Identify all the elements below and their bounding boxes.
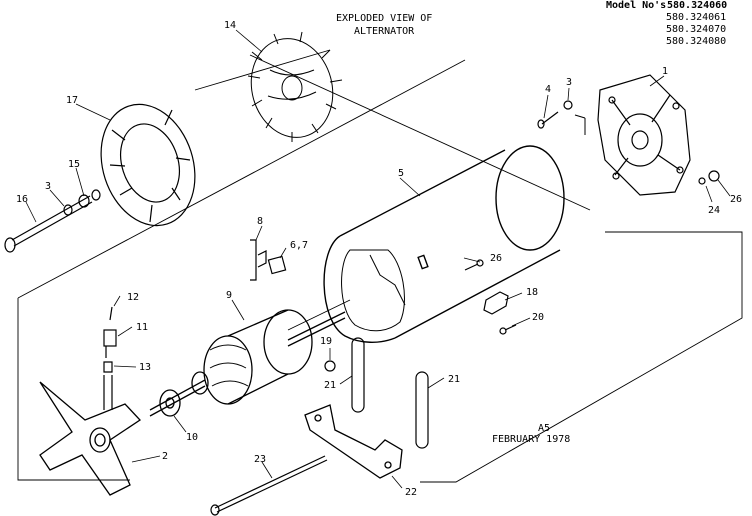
- callout-14: 14: [224, 20, 237, 31]
- callout-15: 15: [68, 159, 81, 170]
- callout-6-7: 6,7: [290, 240, 309, 251]
- guide-line-fan-top: [194, 49, 331, 91]
- model-number-1: 580.324060: [667, 0, 728, 11]
- part-20-screw: [499, 324, 517, 335]
- model-number-3: 580.324070: [666, 24, 727, 35]
- callout-19: 19: [320, 336, 333, 347]
- part-9-rotor: [149, 309, 346, 417]
- callout-2: 2: [162, 451, 169, 462]
- guide-line-left: [17, 298, 130, 481]
- part-2-end-bell: [39, 381, 141, 496]
- part-12-screw: [109, 306, 113, 321]
- callout-9: 9: [226, 290, 233, 301]
- callout-3-left: 3: [45, 181, 52, 192]
- callout-8: 8: [257, 216, 264, 227]
- callout-3-right: 3: [566, 77, 573, 88]
- guide-line-screw: [574, 114, 586, 119]
- callout-26-right: 26: [730, 194, 743, 205]
- footer-date: FEBRUARY 1978: [492, 434, 571, 445]
- part-11-brush: [103, 329, 117, 358]
- callout-21-left: 21: [324, 380, 337, 391]
- callout-17: 17: [66, 95, 79, 106]
- callout-22: 22: [405, 487, 418, 498]
- part-13-clip: [103, 361, 113, 410]
- callout-11: 11: [136, 322, 149, 333]
- part-21-strap-left: [351, 337, 365, 413]
- part-23-bolt: [210, 455, 328, 516]
- callout-13: 13: [139, 362, 152, 373]
- title-line-2: ALTERNATOR: [354, 26, 415, 37]
- footer-code: A5: [538, 423, 551, 434]
- part-26-screw: [464, 259, 484, 271]
- part-18-holder: [483, 291, 509, 315]
- guide-lines: [17, 49, 743, 483]
- part-14-fan: [247, 31, 343, 142]
- guide-line-shaft: [287, 299, 351, 331]
- model-label: Model No's: [606, 0, 667, 11]
- part-10-bearing: [159, 389, 181, 417]
- callout-20: 20: [532, 312, 545, 323]
- part-1-end-bracket: [597, 74, 691, 196]
- callout-24: 24: [708, 205, 721, 216]
- part-3-washer-right: [563, 100, 573, 110]
- leader-lines: [25, 29, 731, 489]
- part-16-bolt: [4, 189, 101, 253]
- model-number-4: 580.324080: [666, 36, 727, 47]
- callout-23: 23: [254, 454, 267, 465]
- callout-16: 16: [16, 194, 29, 205]
- callout-21-right: 21: [448, 374, 461, 385]
- callout-18: 18: [526, 287, 539, 298]
- guide-line-fan: [249, 54, 591, 211]
- part-19-nut: [324, 360, 336, 372]
- callout-12: 12: [127, 292, 140, 303]
- guide-line-top: [17, 59, 466, 299]
- title-line-1: EXPLODED VIEW OF: [336, 13, 433, 24]
- part-8-bracket: [250, 239, 267, 281]
- part-24-26-nut: [698, 170, 720, 185]
- part-6-7-brush: [267, 255, 287, 275]
- callout-5: 5: [398, 168, 405, 179]
- model-number-2: 580.324061: [666, 12, 727, 23]
- callout-1: 1: [662, 66, 669, 77]
- guide-line-right: [420, 231, 743, 483]
- part-22-bracket: [304, 404, 403, 479]
- callout-26-left: 26: [490, 253, 503, 264]
- callout-10: 10: [186, 432, 199, 443]
- part-21-strap-right: [415, 371, 429, 449]
- part-4-screw: [537, 111, 559, 129]
- part-17-baffle: [100, 103, 196, 227]
- part-5-stator: [323, 145, 565, 343]
- callout-4: 4: [545, 84, 552, 95]
